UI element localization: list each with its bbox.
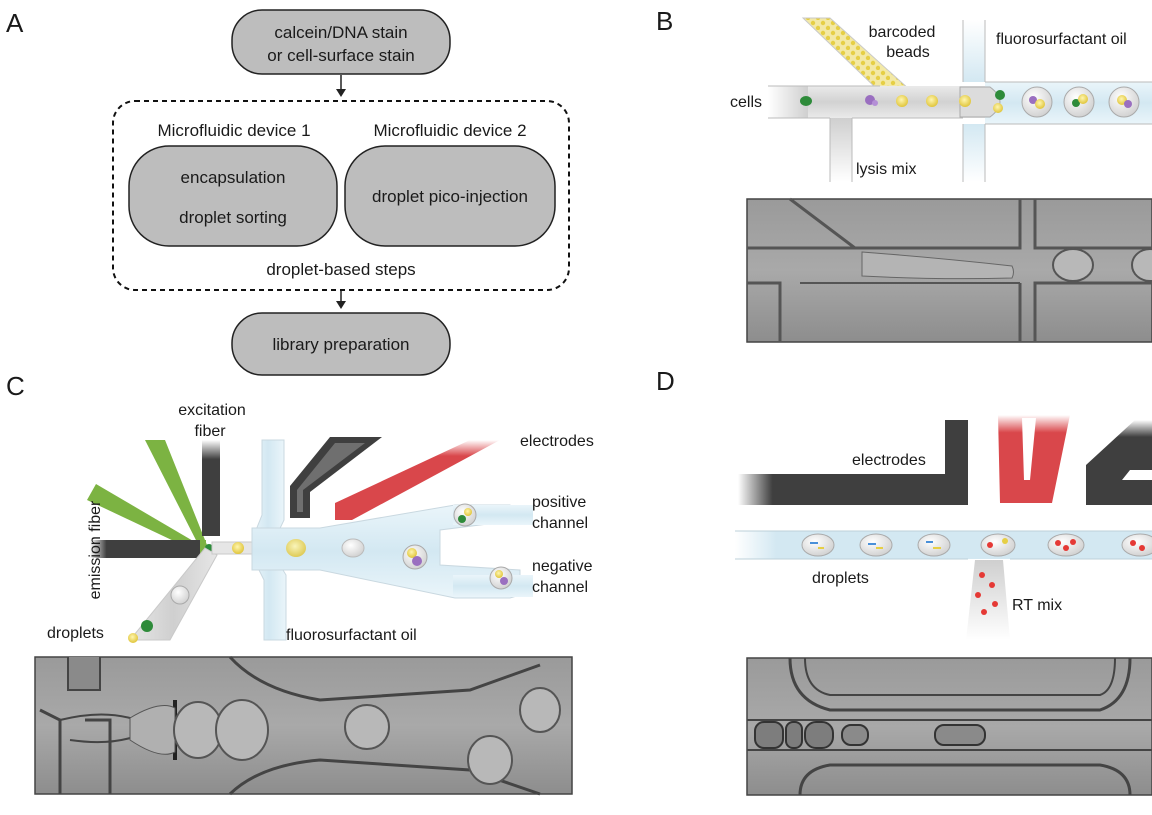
droplet-c-positive [453, 503, 477, 527]
stain-line1: calcein/DNA stain [274, 23, 407, 42]
electrode-red-c [335, 440, 500, 520]
cell-green-2 [995, 90, 1005, 100]
lysis-channel [830, 118, 852, 182]
bead-1 [896, 95, 908, 107]
droplet-d2 [859, 533, 893, 557]
arrow-down-2 [336, 291, 346, 309]
lysis-label: lysis mix [856, 161, 916, 178]
droplet-d5 [1047, 533, 1085, 557]
final-step: library preparation [272, 335, 409, 354]
micrograph-b [746, 197, 1152, 343]
panel-d-letter: D [656, 366, 675, 396]
droplet-d3 [917, 533, 951, 557]
device1-step2: droplet sorting [179, 208, 287, 227]
library-box [231, 312, 451, 376]
electrode-red-d [998, 415, 1070, 503]
arrow-down-1 [336, 75, 346, 97]
micrograph-d [746, 657, 1152, 796]
droplets-d-label: droplets [812, 570, 869, 587]
electrodes-d-label: electrodes [852, 452, 926, 469]
excitation-line2: fiber [194, 423, 226, 440]
stain-box [231, 9, 451, 75]
droplet-b3 [1108, 86, 1140, 118]
droplet-steps-group [112, 100, 570, 291]
electrode-dark-c [290, 437, 382, 518]
emission-fiber-cone [87, 484, 200, 551]
panel-c-letter: C [6, 371, 25, 401]
negative-line2: channel [532, 579, 588, 596]
oil-channel-bottom [963, 124, 985, 182]
rt-mix-inlet [966, 560, 1010, 640]
oil-c-label: fluorosurfactant oil [286, 627, 417, 644]
droplet-b1 [1021, 86, 1053, 118]
electrodes-c-label: electrodes [520, 433, 594, 450]
micrograph-c [34, 655, 573, 796]
droplet-b2 [1063, 86, 1095, 118]
device1-title: Microfluidic device 1 [157, 121, 310, 140]
stain-line2: or cell-surface stain [267, 46, 414, 65]
bead-3 [959, 95, 971, 107]
device2-step: droplet pico-injection [372, 187, 528, 206]
device2-box [344, 145, 556, 247]
positive-line1: positive [532, 494, 586, 511]
excitation-line1: excitation [178, 402, 246, 419]
oil-channel-top [963, 20, 985, 82]
device2-title: Microfluidic device 2 [373, 121, 526, 140]
electrode-dark-d2 [1086, 420, 1152, 505]
rt-mix-label: RT mix [1012, 597, 1062, 614]
panel-d: D [656, 366, 1152, 796]
cells-label: cells [730, 94, 762, 111]
emission-fiber [90, 540, 200, 558]
droplet-c-negative [489, 566, 513, 590]
excitation-fiber [202, 440, 220, 536]
group-caption: droplet-based steps [266, 260, 415, 279]
device1-step1: encapsulation [181, 168, 286, 187]
bead-2 [926, 95, 938, 107]
beads-line2: beads [886, 44, 930, 61]
panel-b: B [656, 6, 1152, 343]
lysed-cell [865, 95, 878, 106]
droplet-d4 [980, 533, 1016, 557]
panel-b-letter: B [656, 6, 673, 36]
electrode-dark-d1 [738, 420, 968, 505]
droplet-d6 [1121, 533, 1152, 557]
beads-line1: barcoded [869, 24, 936, 41]
positive-line2: channel [532, 515, 588, 532]
cell-green-1 [800, 96, 812, 106]
droplet-d1 [801, 533, 835, 557]
droplet-c-sorted [402, 544, 428, 570]
panel-a: A calcein/DNA stain or cell-surface stai… [6, 8, 570, 376]
negative-line1: negative [532, 558, 593, 575]
device1-box [128, 145, 338, 247]
excitation-fiber-cone [145, 440, 207, 548]
emission-label: emission fiber [87, 500, 104, 599]
droplets-c-label: droplets [47, 625, 104, 642]
oil-label: fluorosurfactant oil [996, 31, 1127, 48]
panel-a-letter: A [6, 8, 24, 38]
panel-c: C [6, 371, 594, 796]
